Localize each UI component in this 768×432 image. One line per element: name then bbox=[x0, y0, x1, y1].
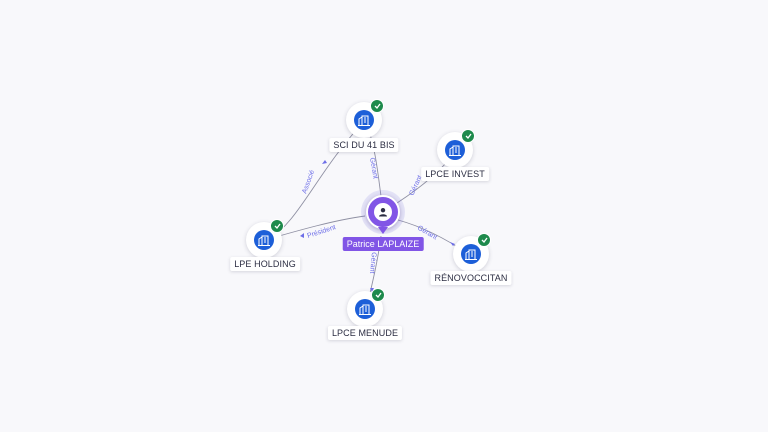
building-icon bbox=[254, 230, 274, 250]
building-icon bbox=[355, 299, 375, 319]
edge-label-holding: Président bbox=[306, 224, 336, 240]
building-icon bbox=[461, 244, 481, 264]
edge-label-sci: Gérant bbox=[368, 157, 379, 179]
check-icon bbox=[477, 233, 491, 247]
company-label: LPCE INVEST bbox=[421, 167, 489, 181]
check-icon bbox=[461, 129, 475, 143]
check-icon bbox=[371, 288, 385, 302]
company-label: RÉNOVOCCITAN bbox=[430, 271, 512, 285]
person-pin bbox=[366, 195, 400, 229]
company-label: SCI DU 41 BIS bbox=[329, 138, 399, 152]
company-bubble bbox=[346, 99, 384, 138]
check-icon bbox=[270, 219, 284, 233]
company-bubble bbox=[347, 288, 385, 327]
company-bubble bbox=[246, 219, 284, 258]
person-icon bbox=[374, 203, 392, 221]
company-label: LPCE MENUDE bbox=[327, 326, 403, 340]
building-icon bbox=[354, 110, 374, 130]
company-bubble bbox=[437, 129, 475, 168]
edge-label-holding-sci: Associé bbox=[301, 169, 316, 195]
check-icon bbox=[370, 99, 384, 113]
building-icon bbox=[445, 140, 465, 160]
edge-label-menude: Gérant bbox=[368, 252, 377, 274]
person-label: Patrice LAPLAIZE bbox=[342, 237, 424, 251]
company-bubble bbox=[453, 233, 491, 272]
company-label: LPE HOLDING bbox=[230, 257, 300, 271]
